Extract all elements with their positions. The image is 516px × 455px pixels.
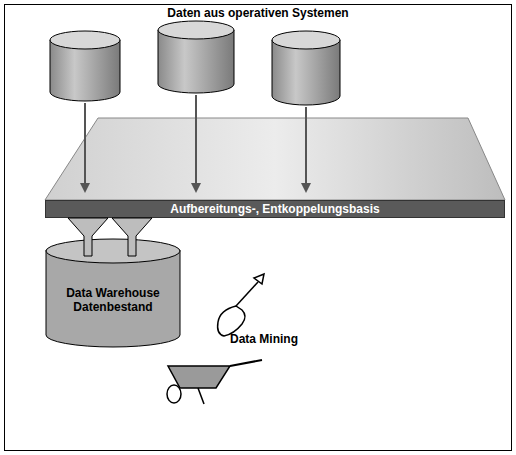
frame (5, 5, 512, 451)
plank-top (45, 118, 505, 200)
band-node: Aufbereitungs-, Entkoppelungsbasis (45, 200, 505, 218)
cylinder-node: Data Warehouse Datenbestand (45, 238, 181, 348)
funnel (112, 218, 152, 256)
shovel-icon (218, 274, 264, 336)
label-wrap: Data Mining (230, 332, 298, 346)
cylinder-label: Data Warehouse Datenbestand (57, 286, 169, 314)
free-label: Data Mining (230, 332, 298, 346)
funnel (68, 218, 108, 256)
title-wrap: Daten aus operativen Systemen (8, 6, 508, 20)
diagram-title: Daten aus operativen Systemen (8, 6, 508, 20)
flow-arrows (85, 95, 306, 188)
source-cylinders (50, 21, 340, 105)
wheelbarrow-icon (167, 360, 262, 404)
band-label: Aufbereitungs-, Entkoppelungsbasis (170, 202, 379, 216)
